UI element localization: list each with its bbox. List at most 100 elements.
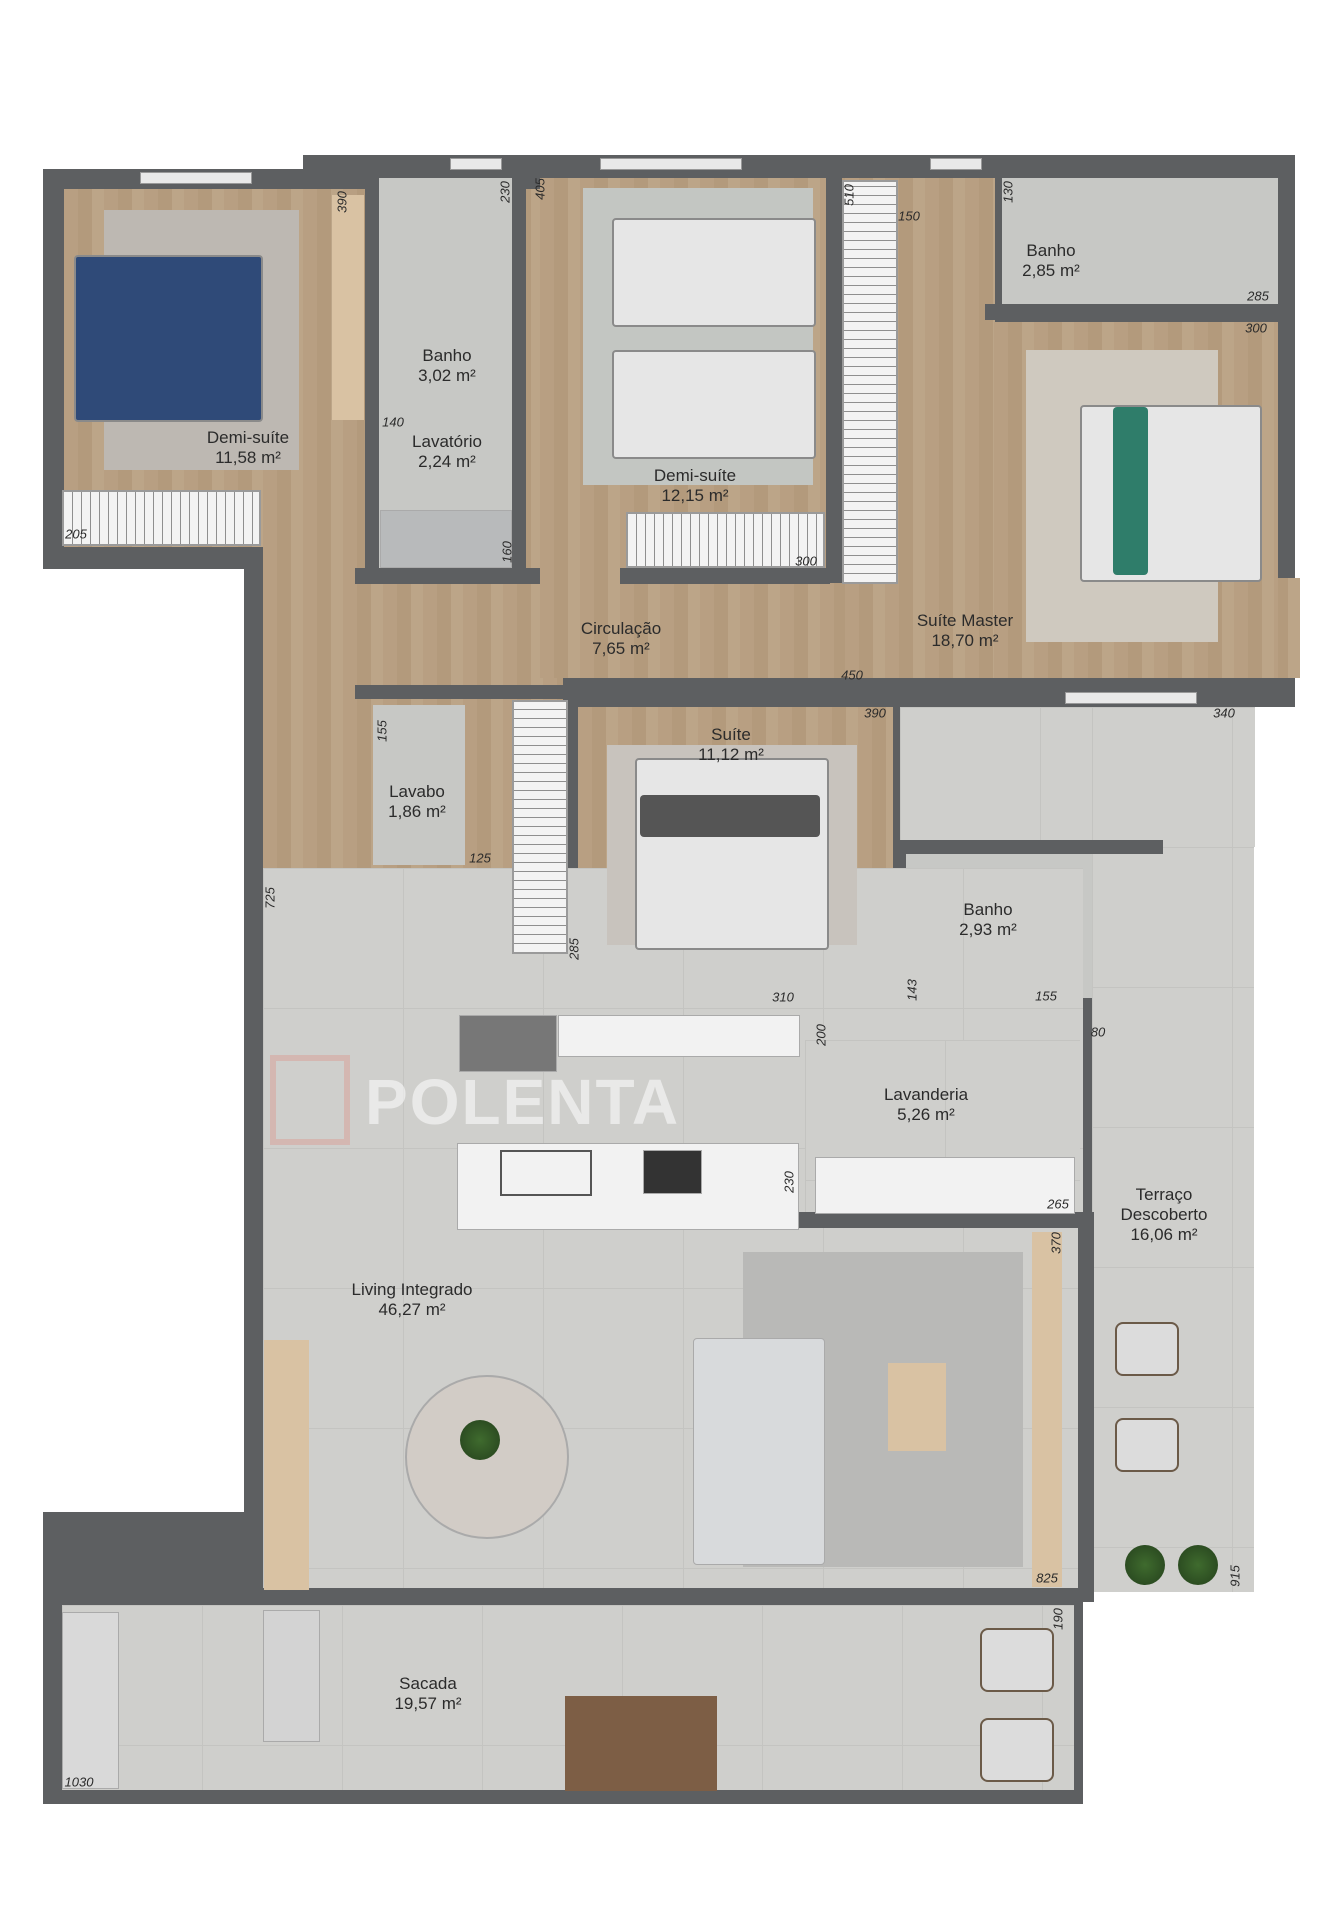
- wall-segment: [365, 178, 379, 573]
- dimension-label: 205: [65, 526, 87, 542]
- dimension-label: 300: [1245, 320, 1267, 336]
- wall-segment: [730, 1212, 1090, 1228]
- wall-segment: [826, 178, 842, 583]
- wall-segment: [985, 304, 1277, 320]
- window: [140, 172, 252, 184]
- window: [930, 158, 982, 170]
- armchair: [980, 1628, 1054, 1692]
- dimension-label: 405: [532, 178, 548, 200]
- floor-lavabo: [373, 705, 465, 865]
- kitchen-cabinet: [558, 1015, 800, 1057]
- dimension-label: 450: [841, 667, 863, 683]
- wardrobe: [842, 180, 898, 584]
- dimension-label: 130: [1000, 181, 1016, 203]
- dimension-label: 725: [262, 887, 278, 909]
- window: [1065, 692, 1197, 704]
- dimension-label: 190: [1050, 1608, 1066, 1630]
- wall-segment: [355, 568, 540, 584]
- laundry-counter: [815, 1157, 1075, 1214]
- desk: [332, 195, 364, 420]
- dimension-label: 125: [469, 850, 491, 866]
- wardrobe: [62, 490, 261, 546]
- bed: [1080, 405, 1262, 582]
- dimension-label: 143: [904, 979, 920, 1001]
- dimension-label: 155: [1035, 988, 1057, 1004]
- wall-segment: [244, 1588, 1084, 1602]
- dimension-label: 155: [374, 720, 390, 742]
- bathroom-sink: [380, 510, 512, 568]
- wall-segment: [893, 840, 1163, 854]
- kitchen-sink: [500, 1150, 592, 1196]
- dimension-label: 370: [1048, 1232, 1064, 1254]
- bed: [635, 758, 829, 950]
- dimension-label: 200: [813, 1024, 829, 1046]
- dimension-label: 390: [334, 191, 350, 213]
- dimension-label: 1030: [64, 1774, 94, 1790]
- dimension-label: 340: [1213, 705, 1235, 721]
- dimension-label: 285: [566, 938, 582, 960]
- dimension-label: 80: [1090, 1024, 1106, 1040]
- dimension-label: 230: [497, 181, 513, 203]
- dining-table: [405, 1375, 569, 1539]
- wall-segment: [620, 568, 830, 584]
- tv-panel: [1032, 1232, 1062, 1587]
- armchair: [1115, 1322, 1179, 1376]
- plant: [1178, 1545, 1218, 1585]
- dimension-label: 915: [1227, 1565, 1243, 1587]
- refrigerator: [459, 1015, 557, 1072]
- barbecue-counter: [62, 1612, 119, 1789]
- dimension-label: 265: [1047, 1196, 1069, 1212]
- bed: [612, 350, 816, 459]
- dimension-label: 825: [1036, 1570, 1058, 1586]
- logo-mark-icon: [270, 1055, 350, 1145]
- bed: [612, 218, 816, 327]
- wall-segment: [512, 178, 526, 573]
- wall-segment: [1078, 1212, 1094, 1602]
- coffee-table: [888, 1363, 946, 1451]
- wardrobe: [512, 700, 568, 954]
- armchair: [1115, 1418, 1179, 1472]
- dimension-label: 150: [898, 208, 920, 224]
- dimension-label: 510: [841, 184, 857, 206]
- bed: [74, 255, 263, 422]
- floor-banho-1: [378, 178, 513, 406]
- cooktop: [643, 1150, 702, 1194]
- bed-throw: [1113, 407, 1148, 575]
- dimension-label: 300: [795, 553, 817, 569]
- dimension-label: 310: [772, 989, 794, 1005]
- window: [600, 158, 742, 170]
- wardrobe: [626, 512, 825, 568]
- wall-segment: [355, 685, 580, 699]
- dimension-label: 390: [864, 705, 886, 721]
- outdoor-dining-table: [565, 1696, 717, 1791]
- logo-text: POLENTA: [365, 1066, 681, 1138]
- plant: [460, 1420, 500, 1460]
- armchair: [980, 1718, 1054, 1782]
- dimension-label: 140: [382, 414, 404, 430]
- dimension-label: 230: [781, 1171, 797, 1193]
- dimension-label: 285: [1247, 288, 1269, 304]
- sofa: [693, 1338, 825, 1565]
- sideboard: [264, 1340, 309, 1590]
- floor-banho-master: [1002, 178, 1278, 304]
- bar-counter: [263, 1610, 320, 1742]
- dimension-label: 160: [499, 541, 515, 563]
- window: [450, 158, 502, 170]
- watermark-logo: POLENTA: [270, 1045, 690, 1145]
- bed-throw: [640, 795, 820, 837]
- plant: [1125, 1545, 1165, 1585]
